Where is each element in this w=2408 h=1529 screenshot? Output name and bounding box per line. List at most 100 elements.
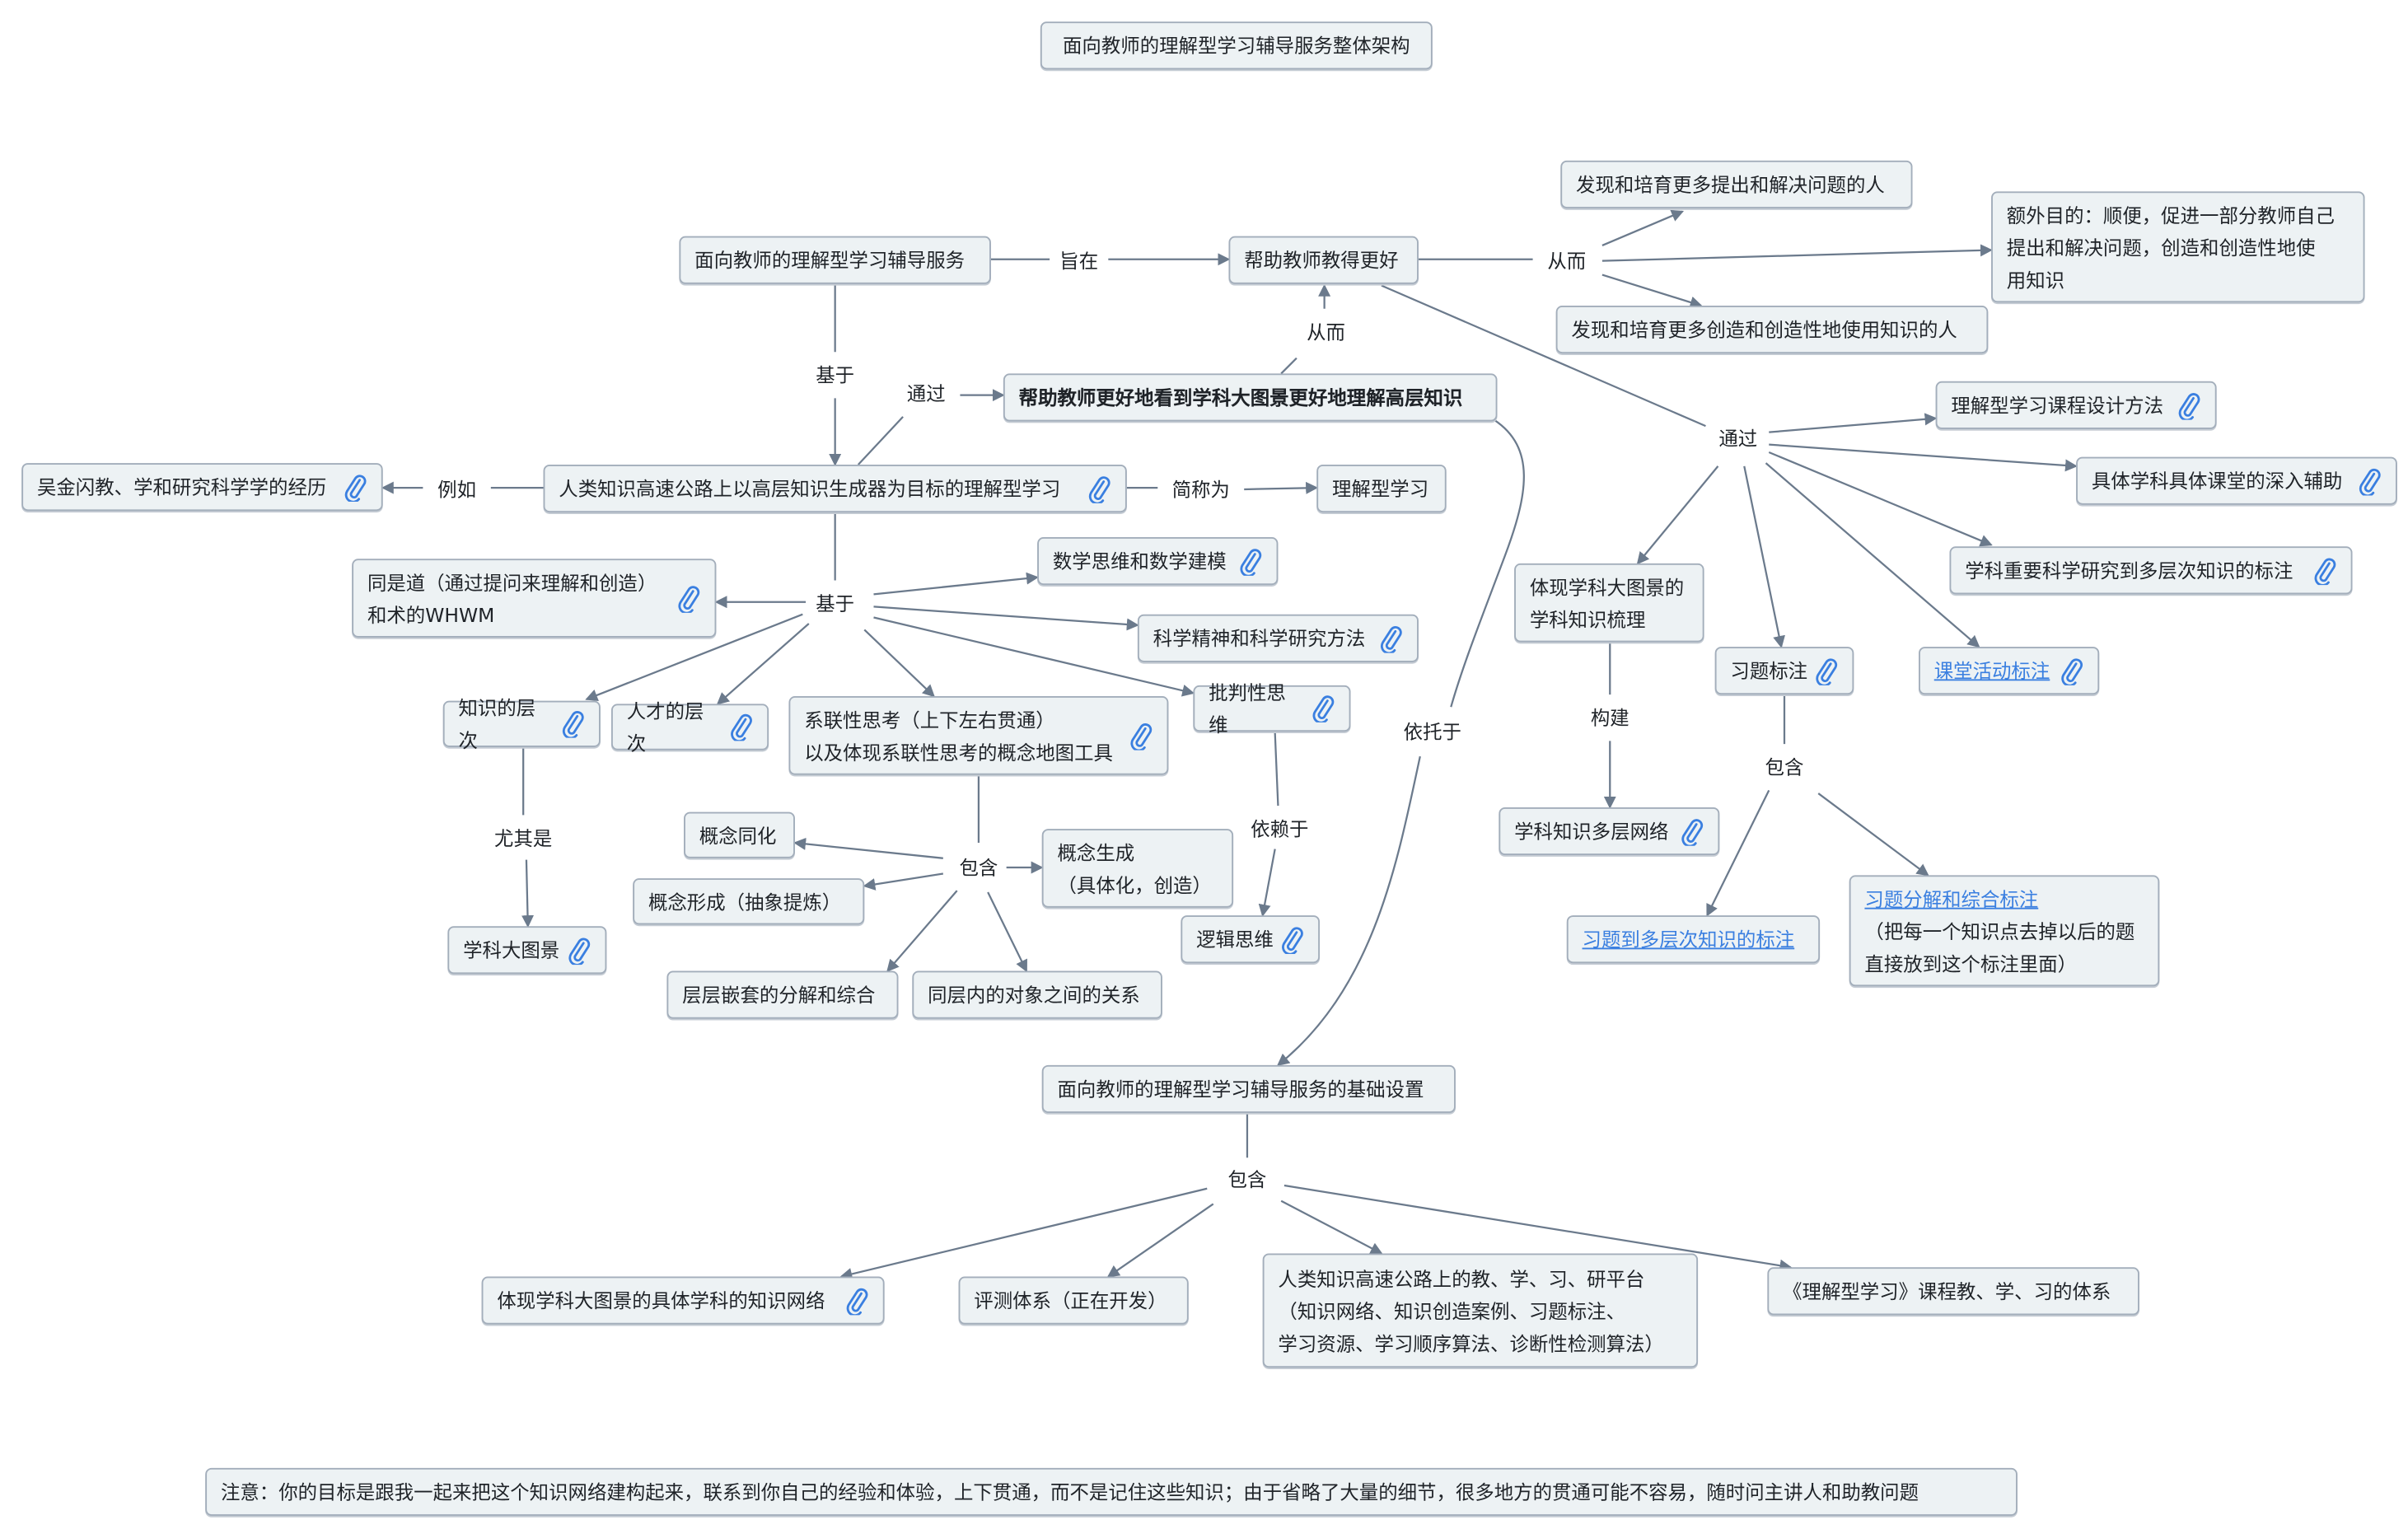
paperclip-attachment-icon[interactable] <box>343 473 367 501</box>
critical-thinking-node[interactable]: 批判性思维 <box>1193 680 1351 736</box>
connector-line <box>863 629 935 698</box>
math-thinking-node[interactable]: 数学思维和数学建模 <box>1037 537 1279 586</box>
node-label: 批判性思维 <box>1209 680 1286 736</box>
paperclip-attachment-icon[interactable] <box>1087 475 1111 503</box>
node-label: 《理解型学习》课程教、学、习的体系 <box>1783 1279 2111 1303</box>
node-label: 人类知识高速公路上的教、学、习、研平台 （知识网络、知识创造案例、习题标注、 学… <box>1278 1266 1664 1355</box>
connector-line <box>1765 462 1980 648</box>
exercise-to-levels-node[interactable]: 习题到多层次知识的标注 <box>1566 915 1821 964</box>
node-label: 注意：你的目标是跟我一起来把这个知识网络建构起来，联系到你自己的经验和体验，上下… <box>220 1480 1919 1503</box>
link-phrase-based2: 基于 <box>811 584 859 620</box>
big-picture-node[interactable]: 学科大图景 <box>447 926 607 975</box>
extra-goal-node[interactable]: 额外目的：顺便，促进一部分教师自己 提出和解决问题，创造和创造性地使 用知识 <box>1991 191 2365 303</box>
generation-node[interactable]: 概念生成 （具体化，创造） <box>1041 829 1234 908</box>
research-annotation-node[interactable]: 学科重要科学研究到多层次知识的标注 <box>1949 546 2353 595</box>
paperclip-attachment-icon[interactable] <box>1680 817 1704 845</box>
connector-line <box>1280 1199 1383 1255</box>
highway-learning-node[interactable]: 人类知识高速公路上以高层知识生成器为目标的理解型学习 <box>543 464 1127 513</box>
link-phrase-contain3: 包含 <box>1223 1160 1272 1196</box>
knowledge-sorting-node[interactable]: 体现学科大图景的 学科知识梳理 <box>1514 563 1704 643</box>
node-label: 面向教师的理解型学习辅导服务整体架构 <box>1063 34 1410 58</box>
title[interactable]: 面向教师的理解型学习辅导服务整体架构 <box>1040 21 1433 70</box>
paperclip-attachment-icon[interactable] <box>2060 657 2084 685</box>
node-label: 概念同化 <box>699 823 777 847</box>
find-creators-node[interactable]: 发现和培育更多创造和创造性地使用知识的人 <box>1555 305 1989 354</box>
course-system-node[interactable]: 《理解型学习》课程教、学、习的体系 <box>1767 1267 2139 1316</box>
paperclip-attachment-icon[interactable] <box>1279 925 1304 953</box>
node-label: 发现和培育更多创造和创造性地使用知识的人 <box>1571 317 1957 342</box>
paperclip-attachment-icon[interactable] <box>1378 624 1403 652</box>
node-label: 同是道（通过提问来理解和创造） 和术的WHWM <box>367 570 657 626</box>
node-label: 数学思维和数学建模 <box>1052 549 1227 573</box>
paperclip-attachment-icon[interactable] <box>1814 657 1839 685</box>
node-link[interactable]: 课堂活动标注 <box>1933 659 2050 683</box>
infrastructure-node[interactable]: 面向教师的理解型学习辅导服务的基础设置 <box>1041 1064 1456 1113</box>
science-spirit-node[interactable]: 科学精神和科学研究方法 <box>1137 614 1419 662</box>
formation-node[interactable]: 概念形成（抽象提炼） <box>633 878 865 925</box>
note-node[interactable]: 注意：你的目标是跟我一起来把这个知识网络建构起来，联系到你自己的经验和体验，上下… <box>205 1467 2018 1516</box>
paperclip-attachment-icon[interactable] <box>567 936 591 964</box>
same-layer-node[interactable]: 同层内的对象之间的关系 <box>912 970 1162 1019</box>
paperclip-attachment-icon[interactable] <box>560 710 585 738</box>
connector-line <box>716 623 810 705</box>
node-label: 额外目的：顺便，促进一部分教师自己 提出和解决问题，创造和创造性地使 用知识 <box>2006 203 2336 292</box>
decompose-link[interactable]: 习题分解和综合标注 <box>1864 886 2039 910</box>
exercise-annotation-node[interactable]: 习题标注 <box>1714 647 1854 695</box>
paperclip-attachment-icon[interactable] <box>1238 547 1263 575</box>
classroom-help-node[interactable]: 具体学科具体课堂的深入辅助 <box>2076 456 2397 505</box>
node-label: 人类知识高速公路上以高层知识生成器为目标的理解型学习 <box>559 476 1061 501</box>
knowledge-levels-node[interactable]: 知识的层次 <box>442 696 601 751</box>
multilayer-network-node[interactable]: 学科知识多层网络 <box>1499 807 1720 856</box>
node-label: 科学精神和科学研究方法 <box>1153 626 1366 650</box>
link-phrase-thus1: 从而 <box>1542 241 1591 278</box>
connector-line <box>1817 793 1929 877</box>
connector-line <box>873 572 1039 596</box>
node-link[interactable]: 习题到多层次知识的标注 <box>1582 928 1795 952</box>
teach-better-node[interactable]: 帮助教师教得更好 <box>1228 236 1419 284</box>
platform-node[interactable]: 人类知识高速公路上的教、学、习、研平台 （知识网络、知识创造案例、习题标注、 学… <box>1262 1253 1699 1368</box>
decompose-node[interactable]: 习题分解和综合标注 （把每一个知识点去掉以后的题 直接放到这个标注里面） <box>1849 875 2160 987</box>
node-label: 知识的层次 <box>458 696 536 752</box>
link-phrase-contain2: 包含 <box>1760 747 1809 783</box>
paperclip-attachment-icon[interactable] <box>2312 556 2337 584</box>
connector-line <box>863 872 944 891</box>
talent-levels-node[interactable]: 人才的层次 <box>610 699 769 755</box>
node-label: 学科知识多层网络 <box>1514 819 1669 844</box>
connector-line <box>1244 481 1319 494</box>
see-big-picture-node[interactable]: 帮助教师更好地看到学科大图景更好地理解高层知识 <box>1003 373 1498 422</box>
node-label: 理解型学习 <box>1332 476 1429 501</box>
assimilation-node[interactable]: 概念同化 <box>684 811 795 858</box>
find-problem-solvers-node[interactable]: 发现和培育更多提出和解决问题的人 <box>1560 160 1913 208</box>
connector-line <box>886 890 958 972</box>
connector-line <box>1381 284 1706 428</box>
paperclip-attachment-icon[interactable] <box>1311 694 1335 722</box>
paperclip-attachment-icon[interactable] <box>728 713 753 741</box>
connector-line <box>1636 465 1719 565</box>
node-label: 体现学科大图景的 学科知识梳理 <box>1529 574 1685 631</box>
paperclip-attachment-icon[interactable] <box>1129 722 1153 750</box>
connector-line <box>1769 443 2078 472</box>
node-label: 发现和培育更多提出和解决问题的人 <box>1576 172 1885 196</box>
course-design-node[interactable]: 理解型学习课程设计方法 <box>1935 381 2217 429</box>
activity-annotation-node[interactable]: 课堂活动标注 <box>1919 647 2100 695</box>
assessment-node[interactable]: 评测体系（正在开发） <box>958 1276 1189 1325</box>
node-label: 具体学科具体课堂的深入辅助 <box>2091 469 2343 493</box>
subject-network-node[interactable]: 体现学科大图景的具体学科的知识网络 <box>481 1276 885 1325</box>
link-phrase-build: 构建 <box>1586 698 1634 734</box>
node-label: 吴金闪教、学和研究科学学的经历 <box>36 475 327 499</box>
systems-thinking-node[interactable]: 系联性思考（上下左右贯通） 以及体现系联性思考的概念地图工具 <box>788 696 1169 775</box>
paperclip-attachment-icon[interactable] <box>2357 467 2382 495</box>
connector-line <box>1601 209 1685 246</box>
dao-whwm-node[interactable]: 同是道（通过提问来理解和创造） 和术的WHWM <box>352 559 717 638</box>
paperclip-attachment-icon[interactable] <box>844 1287 869 1315</box>
node-label: 同层内的对象之间的关系 <box>928 983 1140 1007</box>
paperclip-attachment-icon[interactable] <box>676 584 701 612</box>
connector-line <box>873 616 1195 697</box>
wu-experience-node[interactable]: 吴金闪教、学和研究科学学的经历 <box>21 463 383 512</box>
understanding-learning-node[interactable]: 理解型学习 <box>1316 464 1447 513</box>
paperclip-attachment-icon[interactable] <box>2177 391 2201 419</box>
logic-node[interactable]: 逻辑思维 <box>1181 915 1321 964</box>
service-node[interactable]: 面向教师的理解型学习辅导服务 <box>679 236 991 284</box>
nested-node[interactable]: 层层嵌套的分解和综合 <box>666 970 899 1019</box>
